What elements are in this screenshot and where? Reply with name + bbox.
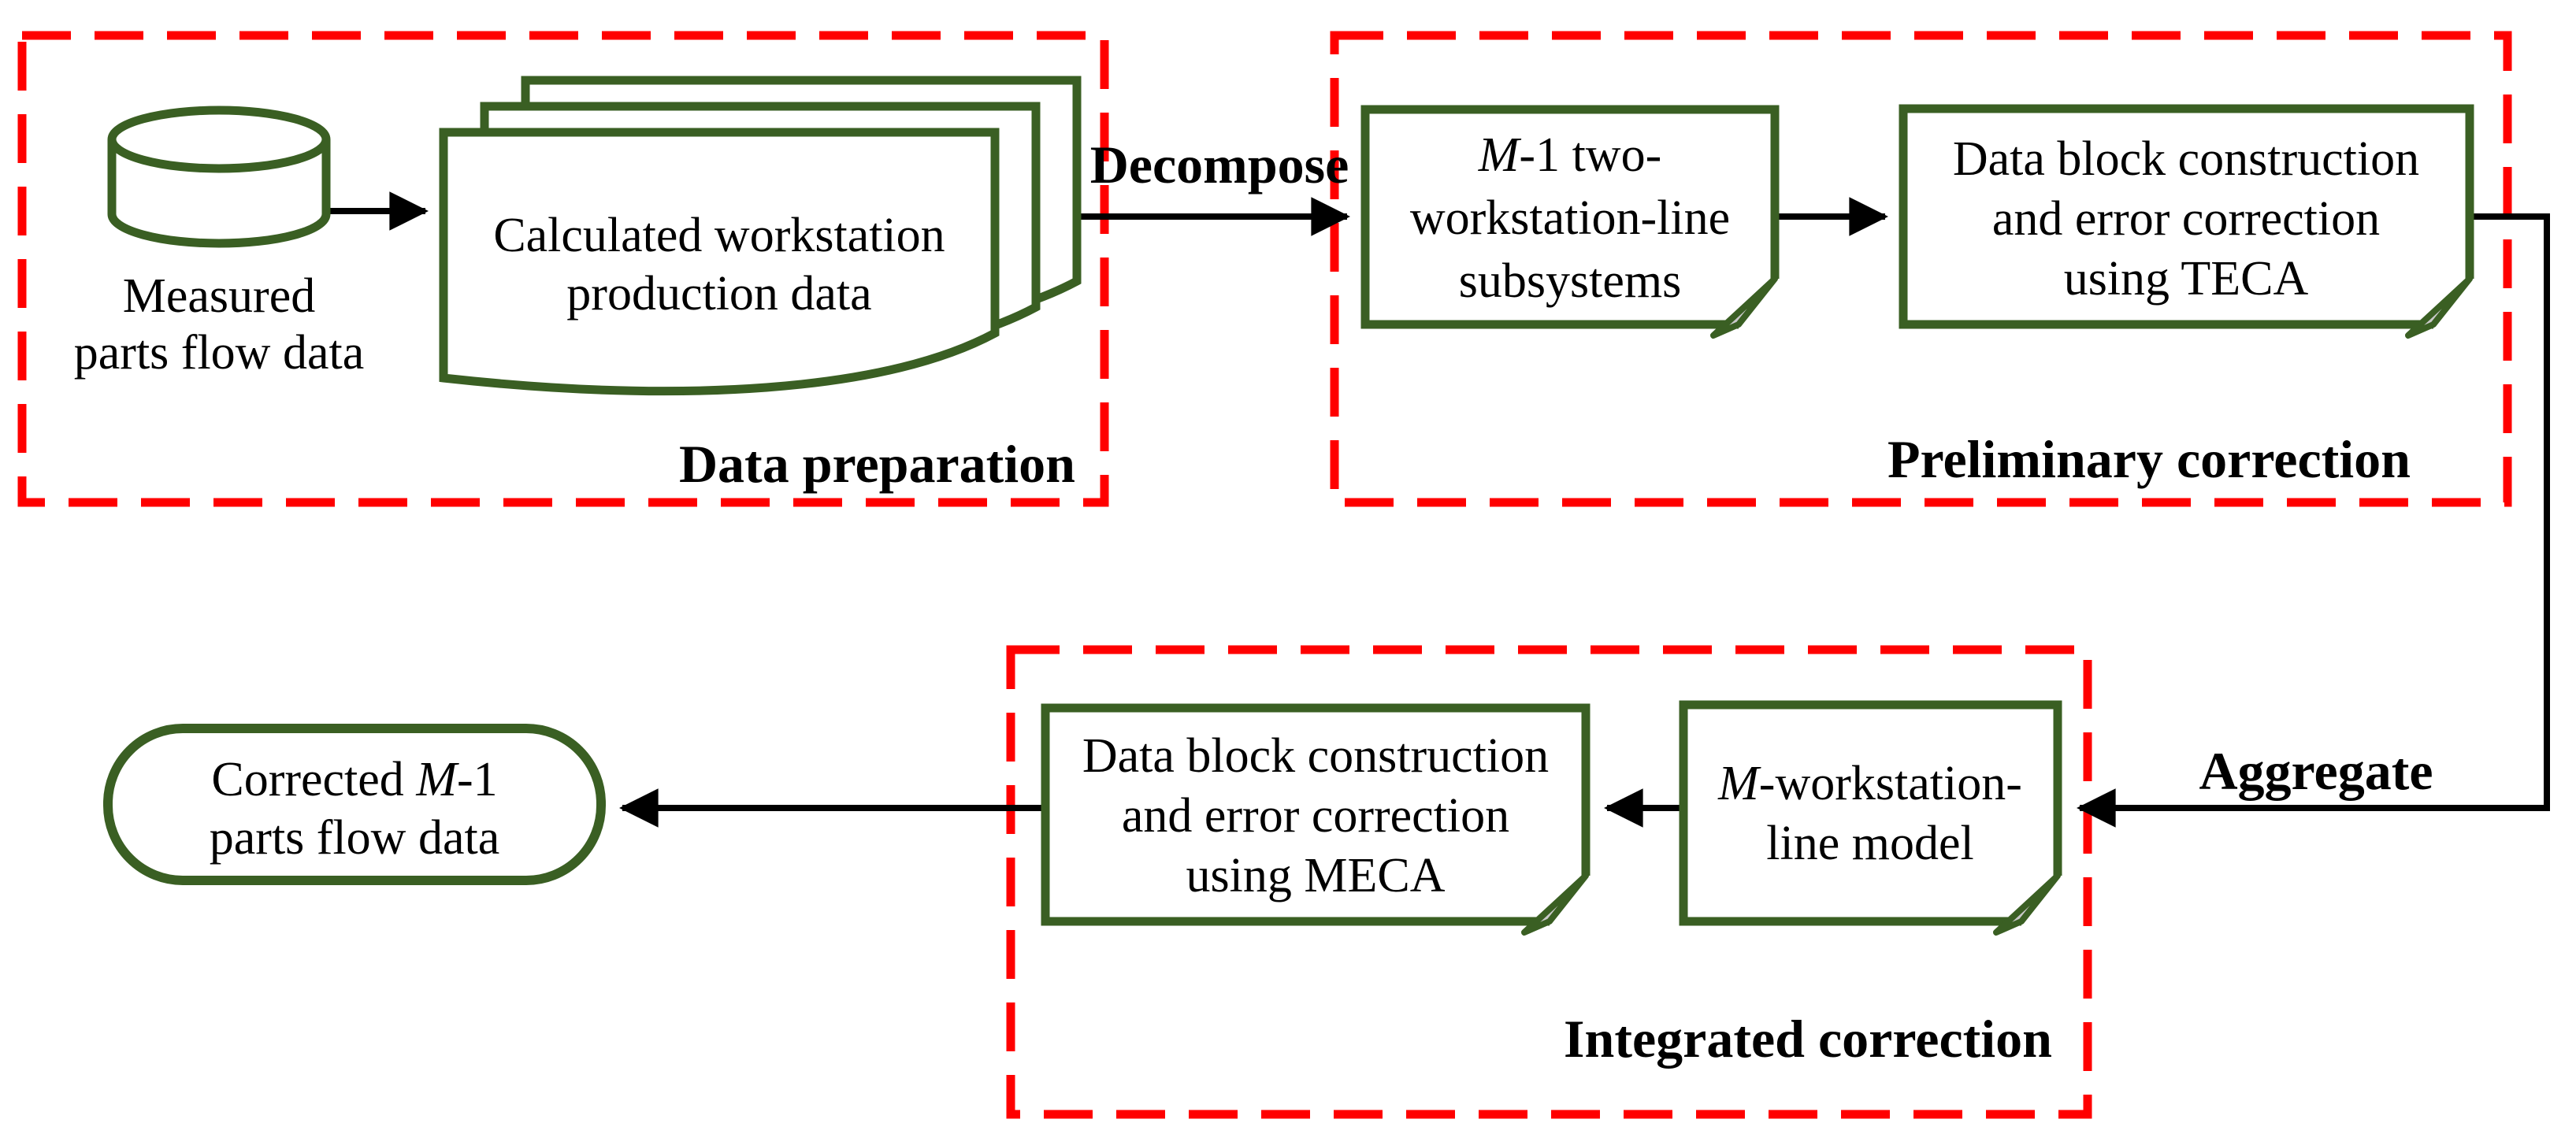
model-line1-rest: -workstation-: [1759, 757, 2022, 810]
teca-note-fold-icon: [2405, 276, 2473, 339]
subsystems-note-fold-icon: [1710, 276, 1778, 339]
data-preparation-label: Data preparation: [679, 434, 1075, 494]
calculated-label-line2: production data: [566, 267, 871, 321]
subsystems-note-body: [1360, 105, 1780, 329]
data-preparation-frame: [17, 31, 1109, 507]
teca-note-body: [1899, 104, 2474, 329]
decompose-label: Decompose: [1090, 135, 1349, 195]
subsystems-line3: subsystems: [1459, 254, 1681, 308]
corrected-output-node: Corrected M-1 parts flow data: [103, 724, 606, 885]
connectors: [326, 191, 2550, 828]
meca-line2: and error correction: [1122, 789, 1509, 843]
corrected-line1: Corrected M-1: [211, 753, 497, 806]
integrated-correction-frame: [1006, 645, 2092, 1119]
meca-line3: using MECA: [1186, 849, 1446, 902]
document-front: [439, 128, 1000, 396]
corrected-line1-prefix: Corrected: [211, 753, 416, 806]
corrected-line2: parts flow data: [210, 811, 499, 865]
model-line2: line model: [1766, 817, 1973, 870]
measured-label-line2: parts flow data: [74, 326, 364, 380]
corrected-line1-suffix: -1: [457, 753, 498, 806]
subsystems-line1: M-1 two-: [1478, 128, 1661, 182]
meca-note-node: Data block construction and error correc…: [1041, 703, 1591, 936]
model-note-node: M-workstation- line model: [1679, 700, 2062, 936]
measured-label-line1: Measured: [123, 269, 315, 323]
subsystems-note-node: M-1 two- workstation-line subsystems: [1360, 105, 1780, 339]
subsystems-line2: workstation-line: [1410, 191, 1730, 245]
calculated-label-line1: Calculated workstation: [493, 209, 945, 262]
corrected-output-shape: [103, 724, 606, 885]
model-line1: M-workstation-: [1717, 757, 2022, 810]
teca-line1: Data block construction: [1953, 132, 2419, 186]
corrected-line1-italic: M: [415, 753, 459, 806]
meca-note-fold-icon: [1521, 873, 1589, 936]
preliminary-correction-label: Preliminary correction: [1887, 429, 2411, 489]
calculated-documents-node: [439, 76, 1082, 396]
teca-note-node: Data block construction and error correc…: [1899, 104, 2474, 339]
model-note-body: [1679, 700, 2062, 926]
aggregate-label: Aggregate: [2199, 741, 2433, 801]
meca-line1: Data block construction: [1082, 729, 1549, 783]
database-cylinder-top: [107, 106, 331, 173]
teca-line2: and error correction: [1992, 192, 2380, 246]
model-line1-italic: M: [1717, 757, 1761, 810]
preliminary-correction-frame: [1330, 31, 2512, 507]
arrow-aggregate: [2077, 213, 2550, 828]
integrated-correction-label: Integrated correction: [1564, 1009, 2052, 1069]
measured-database-node: Measured parts flow data: [74, 106, 364, 380]
model-note-fold-icon: [1993, 873, 2061, 936]
teca-line3: using TECA: [2064, 252, 2309, 306]
meca-note-body: [1041, 703, 1591, 926]
subsystems-line1-italic: M: [1478, 128, 1522, 182]
subsystems-line1-rest: -1 two-: [1519, 128, 1661, 182]
